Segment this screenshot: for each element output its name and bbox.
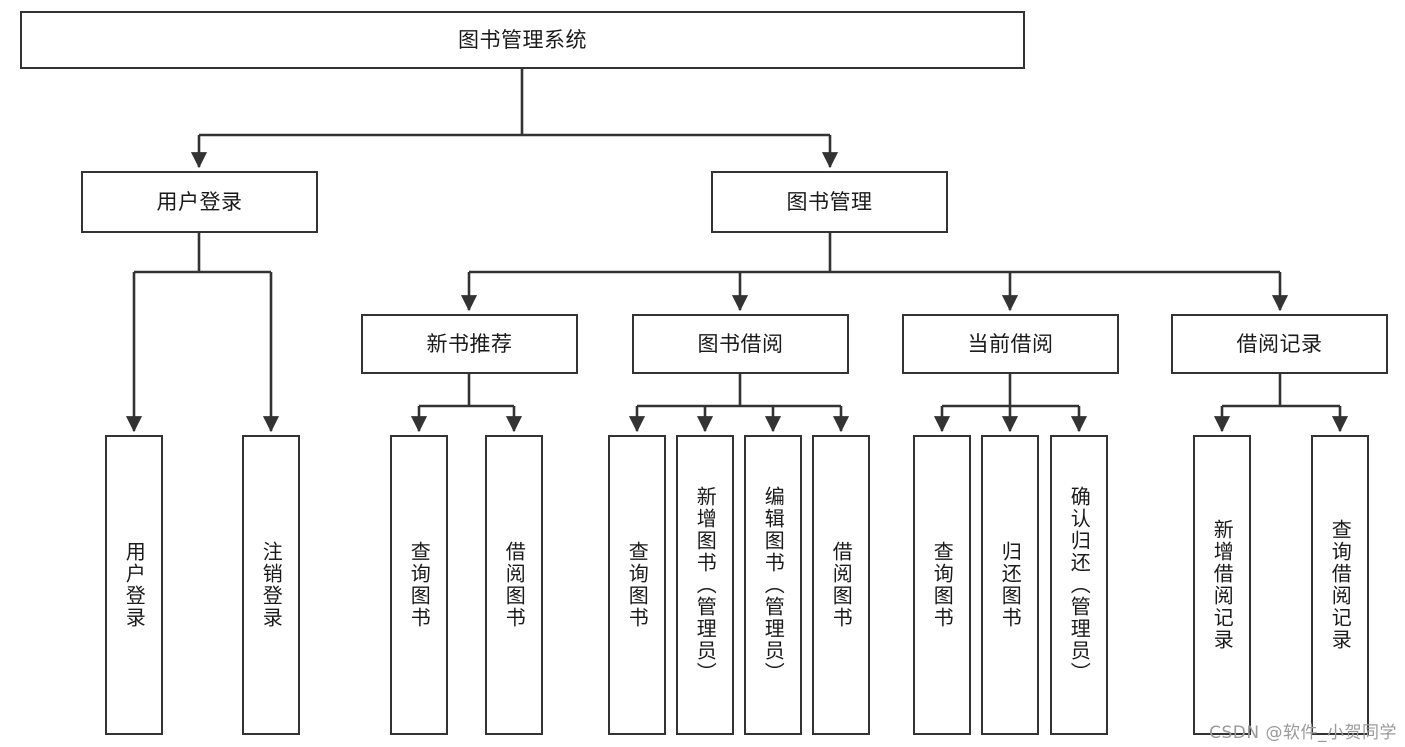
node-root[interactable]: 图书管理系统 <box>20 11 1025 69</box>
node-current-borrow[interactable]: 当前借阅 <box>902 314 1119 374</box>
node-book-borrow[interactable]: 图书借阅 <box>632 314 849 374</box>
node-leaf-query-record[interactable]: 查询借阅记录 <box>1311 435 1369 735</box>
node-borrow-record[interactable]: 借阅记录 <box>1171 314 1388 374</box>
node-leaf-edit-book[interactable]: 编辑图书（管理员） <box>744 435 802 735</box>
node-leaf-add-book[interactable]: 新增图书（管理员） <box>676 435 734 735</box>
node-root-label: 图书管理系统 <box>458 27 587 52</box>
node-leaf-borrow-book-1-label: 借阅图书 <box>502 541 527 629</box>
node-leaf-borrow-book-2-label: 借阅图书 <box>829 541 854 629</box>
node-leaf-query-book-1[interactable]: 查询图书 <box>390 435 448 735</box>
node-current-borrow-label: 当前借阅 <box>967 331 1054 356</box>
node-book-manage-label: 图书管理 <box>786 189 873 214</box>
node-leaf-query-book-1-label: 查询图书 <box>407 541 432 629</box>
node-leaf-confirm-return-label: 确认归还（管理员） <box>1067 486 1092 684</box>
node-leaf-query-book-2-label: 查询图书 <box>625 541 650 629</box>
node-leaf-edit-book-label: 编辑图书（管理员） <box>761 486 786 684</box>
node-leaf-logout-login[interactable]: 注销登录 <box>242 435 300 735</box>
node-leaf-add-book-label: 新增图书（管理员） <box>693 486 718 684</box>
node-new-book-recommend-label: 新书推荐 <box>426 331 513 356</box>
node-leaf-logout-login-label: 注销登录 <box>259 541 284 629</box>
node-new-book-recommend[interactable]: 新书推荐 <box>361 314 578 374</box>
node-leaf-borrow-book-2[interactable]: 借阅图书 <box>812 435 870 735</box>
node-leaf-confirm-return[interactable]: 确认归还（管理员） <box>1050 435 1108 735</box>
node-leaf-user-login-label: 用户登录 <box>122 541 147 629</box>
node-leaf-query-record-label: 查询借阅记录 <box>1328 519 1353 651</box>
node-leaf-query-book-3[interactable]: 查询图书 <box>913 435 971 735</box>
node-leaf-add-record[interactable]: 新增借阅记录 <box>1193 435 1251 735</box>
node-book-borrow-label: 图书借阅 <box>697 331 784 356</box>
node-leaf-borrow-book-1[interactable]: 借阅图书 <box>485 435 543 735</box>
node-leaf-return-book[interactable]: 归还图书 <box>981 435 1039 735</box>
node-leaf-user-login[interactable]: 用户登录 <box>105 435 163 735</box>
node-leaf-query-book-2[interactable]: 查询图书 <box>608 435 666 735</box>
node-leaf-query-book-3-label: 查询图书 <box>930 541 955 629</box>
node-book-manage[interactable]: 图书管理 <box>711 171 948 233</box>
node-leaf-add-record-label: 新增借阅记录 <box>1210 519 1235 651</box>
node-user-login[interactable]: 用户登录 <box>81 171 318 233</box>
node-borrow-record-label: 借阅记录 <box>1236 331 1323 356</box>
node-leaf-return-book-label: 归还图书 <box>998 541 1023 629</box>
node-user-login-label: 用户登录 <box>156 189 243 214</box>
